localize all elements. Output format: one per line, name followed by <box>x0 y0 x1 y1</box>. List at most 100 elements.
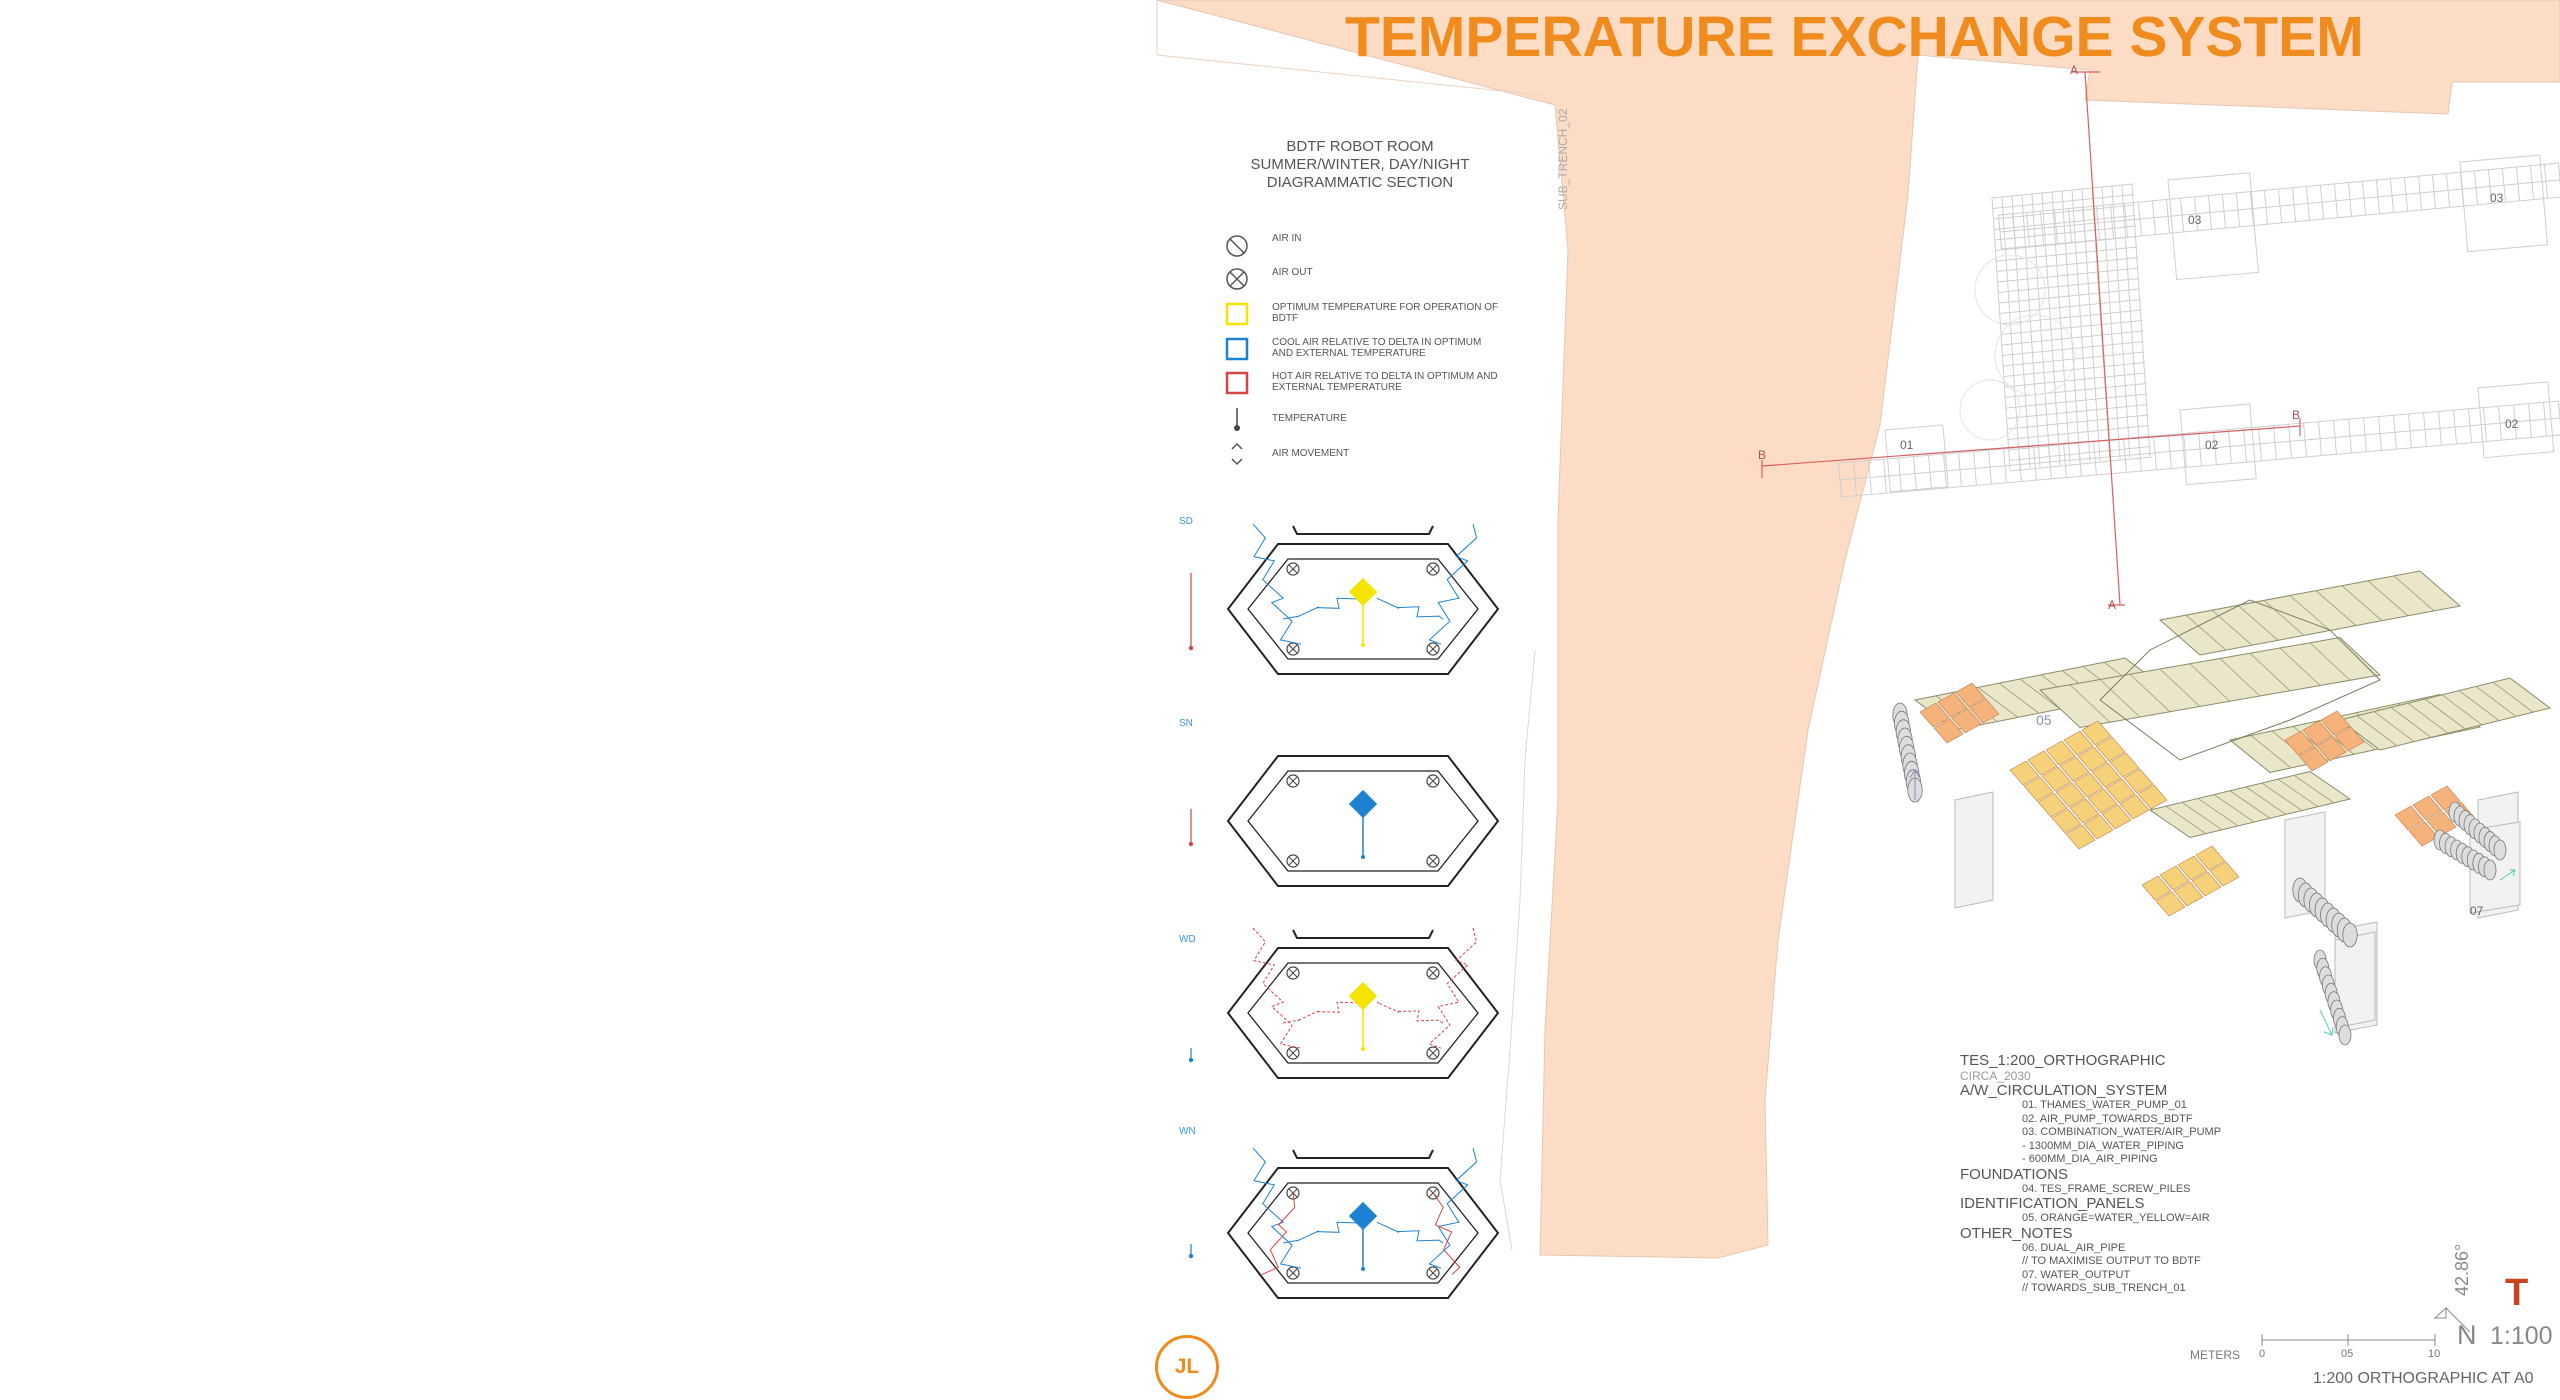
air-out-vent-icon <box>1286 1266 1300 1280</box>
legend-icons <box>1225 235 1249 466</box>
air-movement-icon <box>1231 442 1243 466</box>
notes-item: // TOWARDS_SUB_TRENCH_01 <box>2022 1282 2186 1294</box>
notes-group-title: FOUNDATIONS <box>1960 1165 2069 1183</box>
north-angle: 42.86° <box>2452 1243 2472 1296</box>
air-out-vent-icon <box>1426 1266 1440 1280</box>
notes-item: 01. THAMES_WATER_PUMP_01 <box>2022 1099 2187 1111</box>
notes-item: 02. AIR_PUMP_TOWARDS_BDTF <box>2022 1112 2193 1125</box>
core-temperature-marker <box>1348 1201 1378 1231</box>
scale-bar-tick-label: 0 <box>2259 1348 2266 1360</box>
legend-title-line: DIAGRAMMATIC SECTION <box>1266 174 1454 191</box>
trench-label: SUB_TRENCH_02 <box>1556 108 1570 210</box>
dual-air-pipe <box>1892 702 1923 803</box>
air-in-vent-icon <box>1426 562 1440 576</box>
truss-frame <box>2148 770 2352 839</box>
chamber-outer <box>1226 755 1500 887</box>
cool-air-swatch-icon <box>1225 337 1249 361</box>
notes-item: - 1300MM_DIA_WATER_PIPING <box>2022 1139 2184 1152</box>
footprint-ring <box>1974 254 2046 326</box>
notes-item: 04. TES_FRAME_SCREW_PILES <box>2022 1182 2191 1195</box>
plan-label: 02 <box>2505 417 2519 431</box>
air-in-vent-icon <box>1426 966 1440 980</box>
water-pipe <box>2448 801 2507 861</box>
core-temperature-marker <box>1348 577 1378 607</box>
footprint-ring <box>1959 379 2021 441</box>
t-mark: T <box>2505 1272 2529 1314</box>
hot-air-flow-path <box>1261 1192 1461 1275</box>
legend-label-hot: HOT AIR RELATIVE TO DELTA IN OPTIMUM AND… <box>1272 371 1498 393</box>
air-out-vent-icon <box>1426 854 1440 868</box>
hot-air-swatch-icon <box>1225 371 1249 395</box>
chamber-inner <box>1247 1182 1479 1284</box>
legend-label-optimum: OPTIMUM TEMPERATURE FOR OPERATION OF BDT… <box>1272 302 1499 324</box>
air-out-vent-icon <box>1286 642 1300 656</box>
truss-frame <box>2038 636 2382 729</box>
cut-label: A <box>2070 63 2079 77</box>
shore-outline <box>1499 649 1536 1251</box>
chamber-outer <box>1226 543 1500 675</box>
air-flow-path <box>1252 523 1478 645</box>
legend-title-line: BDTF ROBOT ROOM <box>1286 138 1434 155</box>
water-pipe <box>2313 949 2352 1046</box>
jl-logo: JL <box>1155 1335 1219 1399</box>
trench-shape <box>1156 0 2560 1259</box>
cut-label: A <box>2108 598 2117 612</box>
optimum-temperature-swatch-icon <box>1225 302 1249 326</box>
air-identification-panels <box>2141 845 2240 917</box>
truss-frame <box>2158 570 2462 656</box>
notes-item: 03. COMBINATION_WATER/AIR_PUMP <box>2022 1126 2222 1138</box>
legend-label-air-movement: AIR MOVEMENT <box>1272 448 1350 459</box>
notes-item: 06. DUAL_AIR_PIPE <box>2022 1241 2126 1254</box>
section-diagrams <box>1188 523 1500 1299</box>
truss-frame <box>2338 677 2552 751</box>
roof-opening <box>1292 1149 1434 1159</box>
legend-label-air-in: AIR IN <box>1272 233 1302 244</box>
chamber-outer <box>1226 1167 1500 1299</box>
chamber-inner <box>1247 962 1479 1064</box>
section-diagram <box>1188 755 1500 887</box>
pump-pad <box>2167 172 2259 281</box>
plan-label: 03 <box>2490 191 2504 205</box>
legend-label-air-out: AIR OUT <box>1272 267 1313 278</box>
air-flow-path <box>1252 1147 1478 1269</box>
section-cut-lines <box>1761 71 2301 606</box>
notes-item: - 600MM_DIA_AIR_PIPING <box>2022 1153 2158 1165</box>
plan-label: 03 <box>2188 213 2202 227</box>
drawing-notes: TES_1:200_ORTHOGRAPHIC CIRCA_2030 A/W_CI… <box>1960 1053 2221 1296</box>
scale-bar-unit: METERS <box>2190 1348 2241 1362</box>
scale-bar-tick-label: 05 <box>2341 1348 2354 1360</box>
axo-label: 05 <box>2036 712 2052 728</box>
core-temperature-marker <box>1348 981 1378 1011</box>
section-tag: SN <box>1179 718 1193 729</box>
cut-label: B <box>1758 448 1767 462</box>
water-pipe <box>2433 829 2497 881</box>
frame-grid-block <box>1991 183 2152 472</box>
temperature-icon <box>1234 408 1240 431</box>
legend-label-temperature: TEMPERATURE <box>1272 413 1347 424</box>
pump-pad <box>2477 381 2555 459</box>
trench-edge-outline <box>1156 0 1556 106</box>
notes-group-title: OTHER_NOTES <box>1960 1224 2073 1242</box>
pipe-strip-lower <box>1837 400 2560 498</box>
section-diagram <box>1188 1147 1500 1299</box>
chamber-inner <box>1247 770 1479 872</box>
legend-label-cool: COOL AIR RELATIVE TO DELTA IN OPTIMUM AN… <box>1272 337 1482 359</box>
notes-item: 07. WATER_OUTPUT <box>2022 1268 2131 1281</box>
section-diagram <box>1188 523 1500 675</box>
notes-item: // TO MAXIMISE OUTPUT TO BDTF <box>2022 1255 2201 1267</box>
plan-label: 01 <box>1900 438 1914 452</box>
chamber-inner <box>1247 558 1479 660</box>
axonometric-model <box>1892 570 2552 1046</box>
section-tag: SD <box>1179 516 1193 527</box>
north-label: N <box>2457 1320 2477 1350</box>
support-pylon <box>1954 791 1994 909</box>
air-in-vent-icon <box>1286 774 1300 788</box>
roof-opening <box>1292 929 1434 939</box>
legend-title: BDTF ROBOT ROOM SUMMER/WINTER, DAY/NIGHT… <box>1230 138 1490 192</box>
plan-label: 02 <box>2205 438 2219 452</box>
notes-group-title: IDENTIFICATION_PANELS <box>1960 1195 2145 1212</box>
air-identification-panels <box>2009 720 2168 850</box>
notes-heading: TES_1:200_ORTHOGRAPHIC <box>1960 1052 2166 1069</box>
air-out-icon <box>1226 268 1248 290</box>
